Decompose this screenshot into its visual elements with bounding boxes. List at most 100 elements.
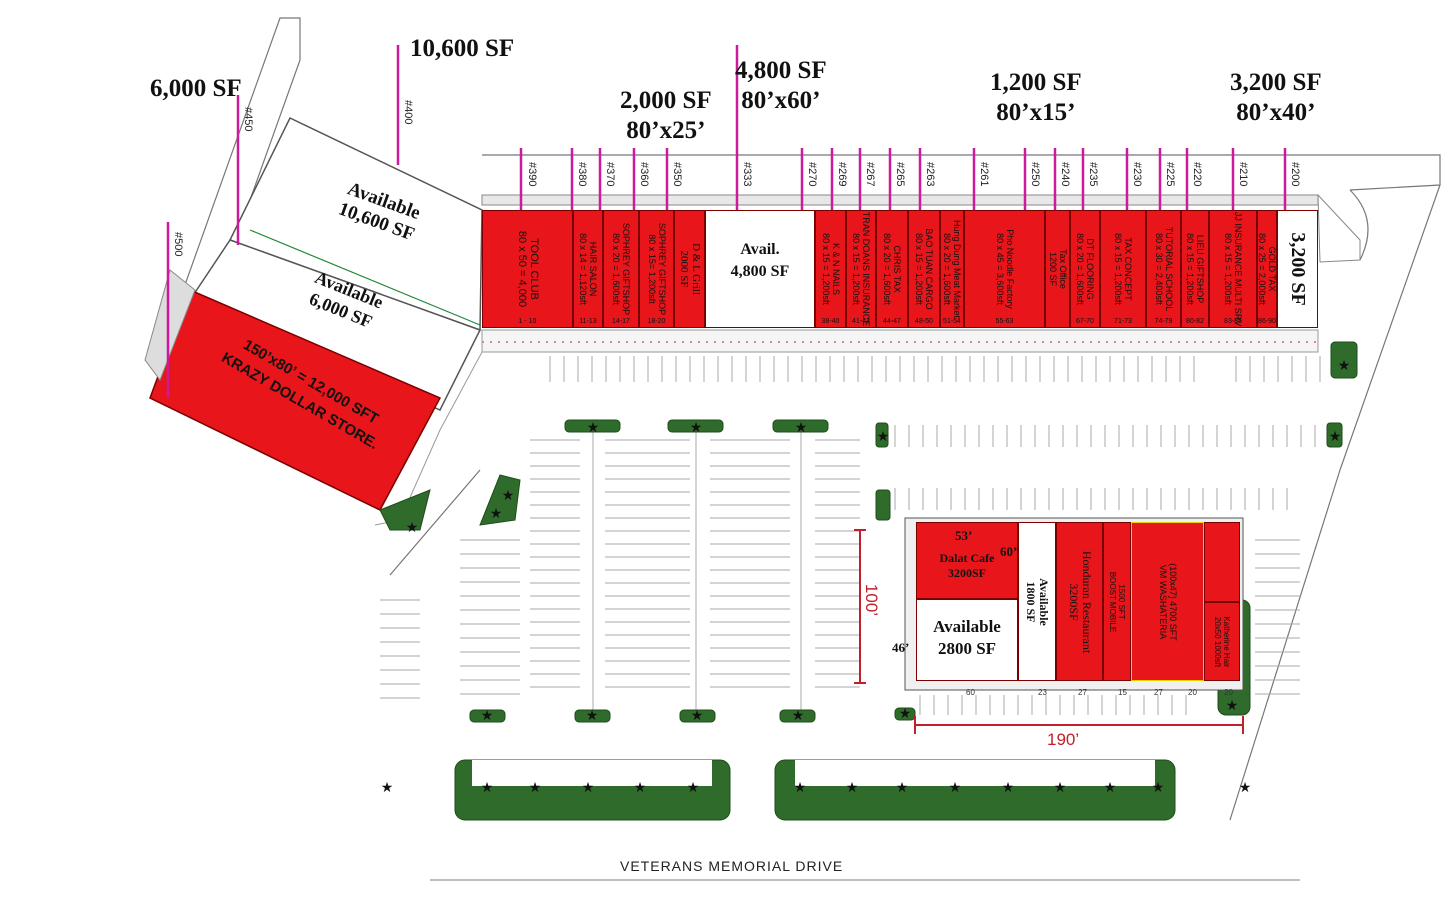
- svg-text:★: ★: [794, 780, 807, 796]
- west-wing-building: [144, 117, 483, 511]
- unit-number: #235: [1087, 162, 1099, 187]
- strip-unit-label: Hung Dung Meat Market 80 x 20 = 1,600sft: [942, 219, 962, 319]
- dim-53: 53’: [955, 528, 973, 543]
- strip-unit-range: 51-54: [943, 318, 961, 325]
- strip-unit-range: 41-43: [852, 318, 870, 325]
- strip-unit-label: BAO TUAN CARGO 80 x 15 = 1,200sft: [914, 228, 934, 310]
- strip-unit-range: 44-47: [883, 318, 901, 325]
- unit-number: #267: [864, 162, 876, 187]
- strip-unit-range: 1 - 10: [518, 318, 537, 325]
- strip-unit-range: 83-85: [1224, 318, 1242, 325]
- strip-building-base: [481, 194, 1319, 206]
- strip-unit: JJ INSURANCE MULTI SRV 80 x 15 = 1,200sf…: [1209, 210, 1257, 328]
- svg-text:★: ★: [529, 780, 542, 796]
- strip-unit: GOLD TAX 80 x 25 = 2,000sft 86-90: [1257, 210, 1277, 328]
- svg-text:★: ★: [490, 506, 503, 522]
- strip-unit: SOPHREY GIFTSHOP 80 x 20 = 1,600sft 14-17: [603, 210, 639, 328]
- svg-text:★: ★: [502, 488, 515, 504]
- pad-depth-label: 60: [966, 688, 975, 697]
- dimension-lines: [854, 529, 1244, 734]
- pad-available-2800: Available 2800 SF: [916, 599, 1018, 681]
- strip-unit-label: Tax Office 1200 SF: [1047, 249, 1068, 289]
- unit-number: #350: [671, 162, 683, 187]
- annotation-10600sf: 10,600 SF: [410, 35, 515, 62]
- svg-text:★: ★: [792, 708, 805, 724]
- parking-stalls: [380, 356, 1330, 715]
- pad-available-1800: Available 1800 SF: [1018, 522, 1056, 681]
- strip-unit: Avail. 4,800 SF: [705, 210, 815, 328]
- strip-unit-range: 38-40: [821, 318, 840, 325]
- unit-number: #230: [1131, 162, 1143, 187]
- strip-unit-range: 11-13: [579, 318, 597, 325]
- strip-unit-label: GOLD TAX 80 x 25 = 2,000sft: [1257, 233, 1277, 305]
- strip-unit-label: SOPHREY GIFTSHOP 80 x 20 = 1,600sft: [611, 222, 631, 316]
- road-label: VETERANS MEMORIAL DRIVE: [620, 858, 844, 874]
- strip-unit-label: LIEU GIFTSHOP 80 x 15 = 1,200sft: [1185, 233, 1205, 305]
- strip-unit-range: 18-20: [647, 318, 666, 325]
- pad-katherine-hair: Katherine Hair 20x50 1000sft: [1204, 602, 1240, 681]
- strip-unit: K & N NAILS 80 x 15 = 1,200sft 38-40: [815, 210, 846, 328]
- strip-unit-range: 86-90: [1258, 318, 1276, 325]
- svg-text:★: ★: [406, 520, 419, 536]
- pad-depth-label: 20: [1224, 688, 1233, 697]
- strip-unit-range: 80-82: [1186, 318, 1204, 325]
- strip-unit-label: JJ INSURANCE MULTI SRV 80 x 15 = 1,200sf…: [1223, 211, 1243, 327]
- annotation-1200sf: 1,200 SF 80’x15’: [990, 69, 1082, 126]
- svg-text:★: ★: [1226, 698, 1239, 714]
- strip-unit: DT FLOORING 80 x 20 = 1,600sft 67-70: [1070, 210, 1100, 328]
- strip-unit-label: 3,200 SF: [1286, 232, 1309, 306]
- pad-depth-label: 27: [1154, 688, 1163, 697]
- pad-boost-mobile: 1500 SFT BOOST MOBILE: [1103, 522, 1131, 681]
- svg-text:★: ★: [587, 420, 600, 436]
- strip-unit-label: K & N NAILS 80 x 15 = 1,200sft: [820, 233, 841, 305]
- svg-text:★: ★: [687, 780, 700, 796]
- strip-unit-range: 67-70: [1076, 318, 1094, 325]
- unit-number: #400: [402, 100, 414, 125]
- strip-center-units: TOOL CLUB 80 x 50 = 4,000 1 - 10 HAIR SALO…: [482, 210, 1318, 328]
- strip-unit: D & L Grill 2000 SF: [674, 210, 705, 328]
- unit-number: #360: [638, 162, 650, 187]
- unit-number: #270: [806, 162, 818, 187]
- strip-unit-range: 14-17: [612, 318, 630, 325]
- unit-number: #390: [526, 162, 538, 187]
- svg-text:★: ★: [1152, 780, 1165, 796]
- unit-number: #265: [894, 162, 906, 187]
- annotation-4800sf: 4,800 SF 80’x60’: [735, 57, 827, 114]
- strip-unit-label: D & L Grill 2000 SF: [677, 243, 702, 295]
- strip-unit-label: Pho Noodle Factory 80 x 45 = 3,600sft: [994, 229, 1015, 309]
- svg-text:★: ★: [899, 706, 912, 722]
- strip-unit-label: DT FLOORING 80 x 20 = 1,600sft: [1075, 233, 1095, 305]
- unit-number: #220: [1191, 162, 1203, 187]
- unit-number: #269: [836, 162, 848, 187]
- strip-unit-label: Avail. 4,800 SF: [730, 241, 790, 280]
- pad-dalat-cafe: Dalat Cafe 3200SF: [916, 522, 1018, 599]
- strip-unit: LIEU GIFTSHOP 80 x 15 = 1,200sft 80-82: [1181, 210, 1209, 328]
- landscape-bar-inner-right: [795, 760, 1155, 786]
- unit-number: #210: [1237, 162, 1249, 187]
- strip-unit: BAO TUAN CARGO 80 x 15 = 1,200sft 48-50: [908, 210, 940, 328]
- annotation-2000sf: 2,000 SF 80’x25’: [620, 87, 712, 144]
- strip-unit-range: 71-73: [1114, 318, 1132, 325]
- pad-depth-label: 23: [1038, 688, 1047, 697]
- pad-upper-right-unit: [1204, 522, 1240, 602]
- pad-depth-label: 27: [1078, 688, 1087, 697]
- svg-text:★: ★: [1002, 780, 1015, 796]
- strip-unit-label: TOOL CLUB 80 x 50 = 4,000: [515, 230, 540, 308]
- strip-unit-range: 48-50: [915, 318, 933, 325]
- pad-vm-washateria: (100x47) 4700 SFT VM WASHATERIA: [1131, 522, 1204, 681]
- svg-text:★: ★: [381, 780, 394, 796]
- dim-60: 60’: [1000, 544, 1018, 559]
- unit-number: #261: [978, 162, 990, 187]
- unit-number: #200: [1289, 162, 1301, 187]
- svg-text:★: ★: [1054, 780, 1067, 796]
- pad-depth-label: 20: [1188, 688, 1197, 697]
- unit-number: #500: [172, 232, 184, 257]
- svg-text:★: ★: [846, 780, 859, 796]
- svg-text:★: ★: [481, 780, 494, 796]
